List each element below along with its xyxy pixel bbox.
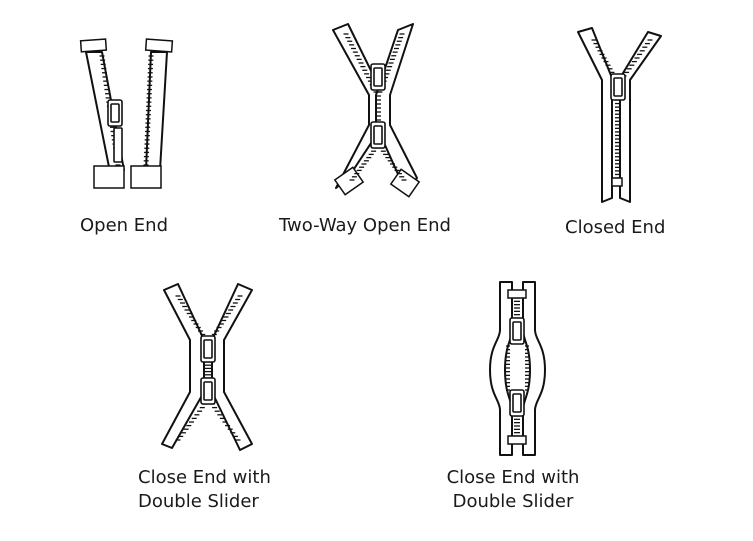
label-two-way-open-end: Two-Way Open End: [279, 215, 451, 236]
closed-end-zipper-icon: [577, 27, 662, 203]
close-end-double-slider-x-zipper-icon: [161, 283, 253, 451]
label-open-end: Open End: [80, 215, 169, 236]
close-end-double-slider-o-zipper-icon: [489, 281, 546, 456]
label-close-end-double-slider-x: Close End with Double Slider: [138, 467, 271, 512]
two-way-open-end-zipper-icon: [332, 23, 421, 198]
label-close-end-double-slider-o: Close End with Double Slider: [446, 467, 580, 512]
label-closed-end: Closed End: [565, 217, 666, 238]
open-end-zipper-icon: [79, 38, 174, 189]
